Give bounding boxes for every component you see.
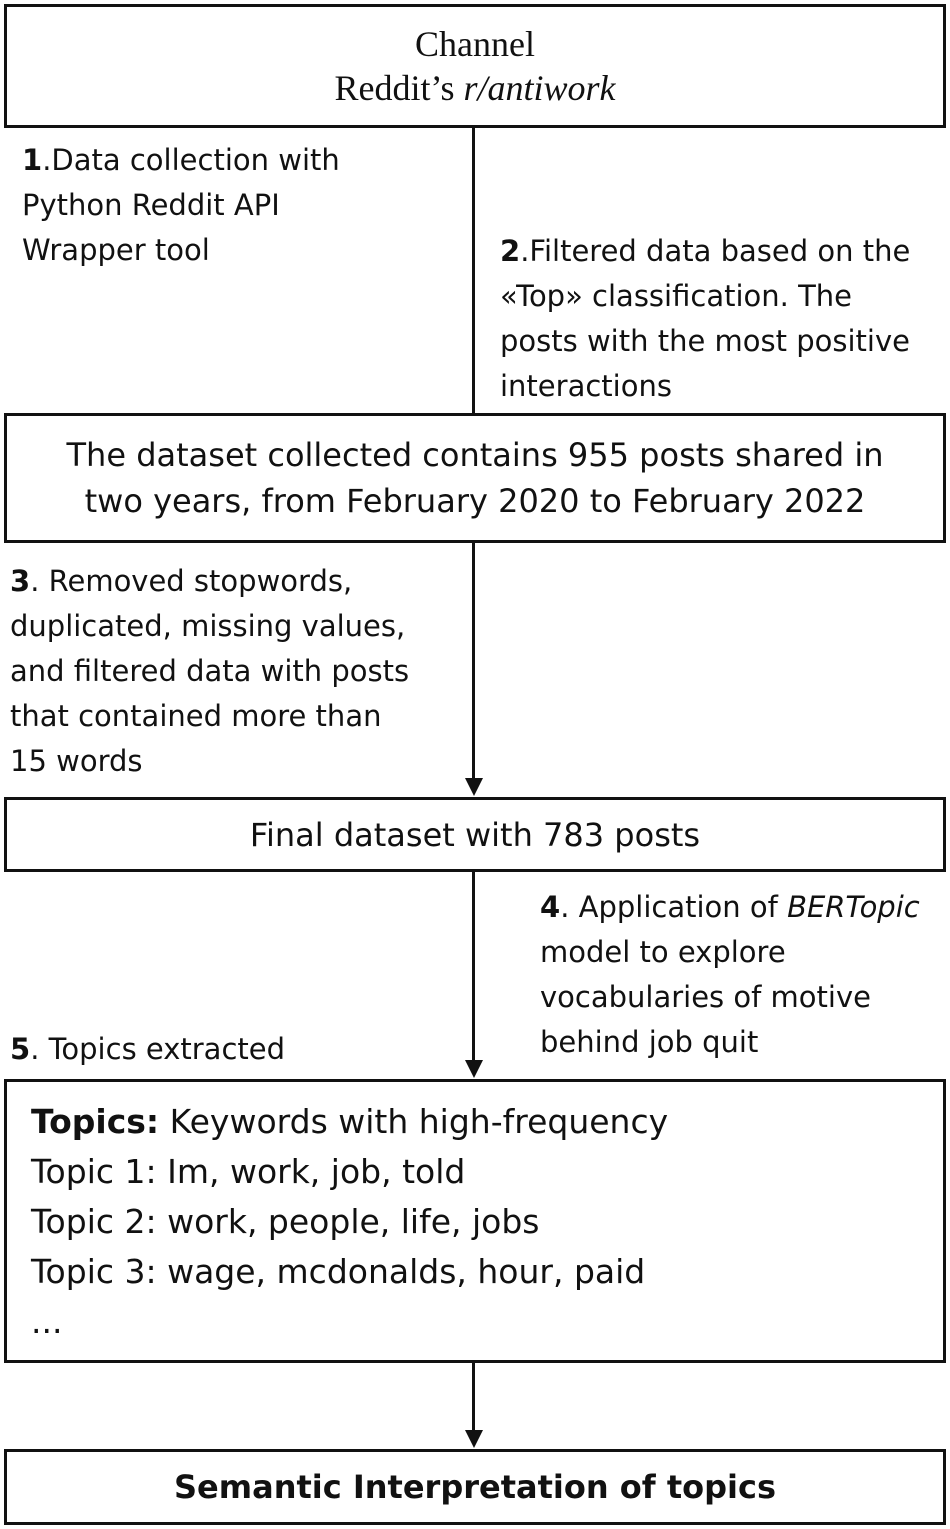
step-2-line-1: .Filtered data based on the xyxy=(520,234,911,268)
step-2-label: 2.Filtered data based on the «Top» class… xyxy=(500,229,910,409)
dataset-line-2: two years, from February 2020 to Februar… xyxy=(84,482,866,520)
connector-dataset-to-final xyxy=(472,543,475,779)
step-1-line-3: Wrapper tool xyxy=(22,233,210,267)
arrow-down-icon xyxy=(464,1060,483,1078)
arrow-down-icon xyxy=(464,778,483,796)
step-3-number: 3 xyxy=(10,564,31,598)
connector-final-to-topics xyxy=(472,872,475,1061)
step-3-label: 3. Removed stopwords, duplicated, missin… xyxy=(10,559,409,784)
channel-title: Channel xyxy=(415,24,535,64)
step-2-line-4: interactions xyxy=(500,369,672,403)
channel-subreddit: r/antiwork xyxy=(463,68,616,108)
step-5-text: . Topics extracted xyxy=(30,1032,286,1066)
step-1-label: 1.Data collection with Python Reddit API… xyxy=(22,138,340,273)
step-3-line-1: . Removed stopwords, xyxy=(30,564,353,598)
step-5-label: 5. Topics extracted xyxy=(10,1027,285,1072)
channel-box: Channel Reddit’s r/antiwork xyxy=(4,4,946,128)
connector-channel-to-dataset xyxy=(472,128,475,415)
step-5-number: 5 xyxy=(10,1032,31,1066)
topics-heading-rest: Keywords with high-frequency xyxy=(159,1102,669,1141)
topic-ellipsis: ... xyxy=(31,1302,63,1341)
step-2-line-3: posts with the most positive xyxy=(500,324,910,358)
topic-3: Topic 3: wage, mcdonalds, hour, paid xyxy=(31,1252,646,1291)
topic-1: Topic 1: Im, work, job, told xyxy=(31,1152,466,1191)
channel-subtitle: Reddit’s r/antiwork xyxy=(334,66,615,110)
step-3-line-4: that contained more than xyxy=(10,699,382,733)
semantic-interpretation-box: Semantic Interpretation of topics xyxy=(4,1449,946,1525)
final-dataset-text: Final dataset with 783 posts xyxy=(249,815,701,854)
dataset-line-1: The dataset collected contains 955 posts… xyxy=(66,436,884,474)
semantic-interpretation-text: Semantic Interpretation of topics xyxy=(174,1468,776,1506)
step-4-line-1-prefix: . Application of xyxy=(560,890,788,924)
topics-box: Topics: Keywords with high-frequency Top… xyxy=(4,1079,946,1363)
channel-subtitle-prefix: Reddit’s xyxy=(334,68,464,108)
connector-topics-to-semantic xyxy=(472,1363,475,1431)
step-3-line-3: and filtered data with posts xyxy=(10,654,410,688)
step-4-line-4: behind job quit xyxy=(540,1025,759,1059)
step-2-number: 2 xyxy=(500,234,521,268)
topics-heading-bold: Topics: xyxy=(31,1102,160,1141)
step-2-line-2: «Top» classification. The xyxy=(500,279,853,313)
step-4-line-3: vocabularies of motive xyxy=(540,980,871,1014)
topic-2: Topic 2: work, people, life, jobs xyxy=(31,1202,540,1241)
step-4-line-2: model to explore xyxy=(540,935,786,969)
step-4-number: 4 xyxy=(540,890,561,924)
step-1-line-2: Python Reddit API xyxy=(22,188,280,222)
step-3-line-2: duplicated, missing values, xyxy=(10,609,406,643)
final-dataset-box: Final dataset with 783 posts xyxy=(4,797,946,872)
step-3-line-5: 15 words xyxy=(10,744,143,778)
dataset-collected-box: The dataset collected contains 955 posts… xyxy=(4,413,946,543)
step-4-model-name: BERTopic xyxy=(787,890,920,924)
step-4-label: 4. Application of BERTopic model to expl… xyxy=(540,885,920,1065)
topics-heading: Topics: Keywords with high-frequency xyxy=(31,1097,943,1147)
step-1-line-1: .Data collection with xyxy=(42,143,340,177)
step-1-number: 1 xyxy=(22,143,43,177)
arrow-down-icon xyxy=(464,1430,483,1448)
